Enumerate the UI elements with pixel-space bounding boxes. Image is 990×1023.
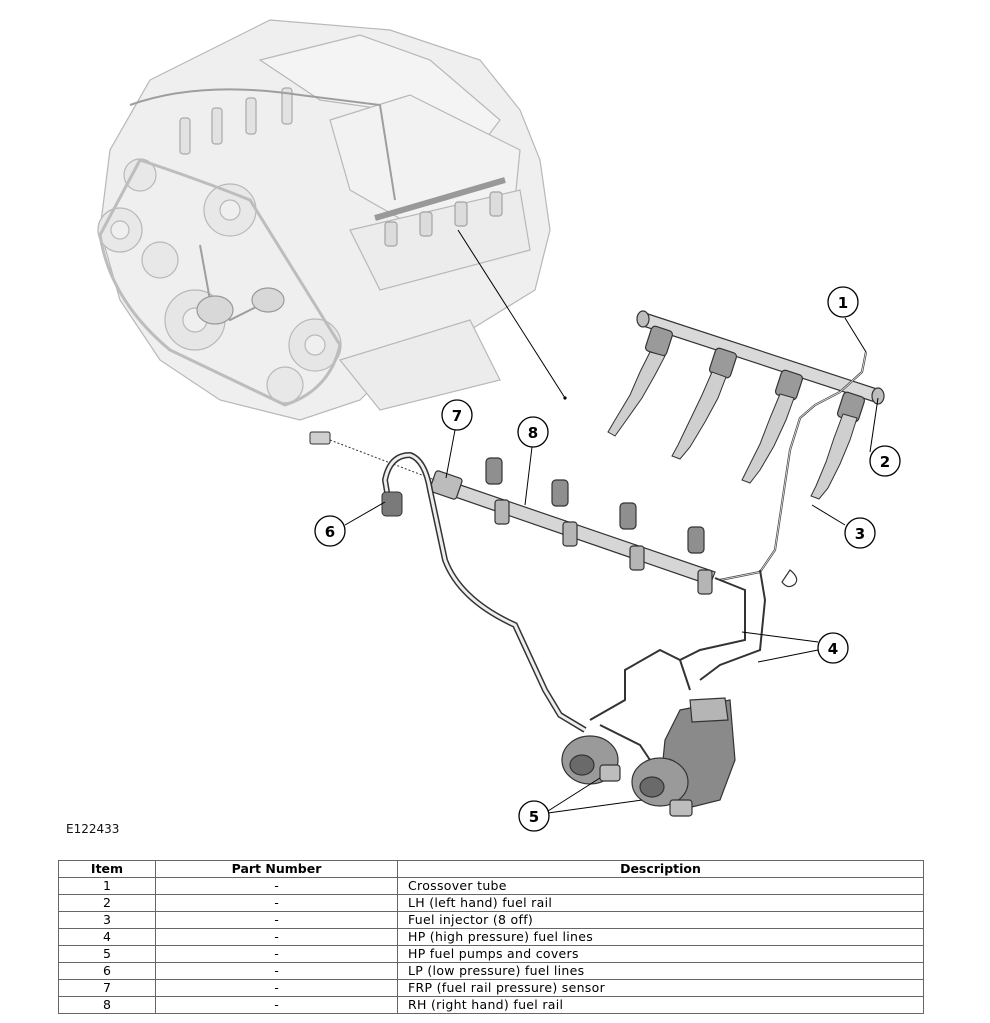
header-item: Item <box>58 860 156 878</box>
cell-item: 6 <box>58 962 156 980</box>
cell-item: 4 <box>58 928 156 946</box>
hp-fuel-pumps <box>561 697 736 817</box>
cell-description: LP (low pressure) fuel lines <box>397 962 924 980</box>
table-row: 3 - Fuel injector (8 off) <box>58 911 924 929</box>
callout-3-label: 3 <box>855 525 865 543</box>
callout-2: 2 <box>869 445 901 477</box>
cell-description: Fuel injector (8 off) <box>397 911 924 929</box>
callout-5: 5 <box>518 800 550 832</box>
cell-description: LH (left hand) fuel rail <box>397 894 924 912</box>
hp-fuel-lines <box>589 569 767 761</box>
callout-8: 8 <box>517 416 549 448</box>
cell-part-number: - <box>155 911 398 929</box>
cell-item: 3 <box>58 911 156 929</box>
callout-8-label: 8 <box>528 424 538 442</box>
header-part-number: Part Number <box>155 860 398 878</box>
callout-leaders <box>344 317 879 814</box>
cell-item: 7 <box>58 979 156 997</box>
lp-fuel-lines <box>381 451 587 733</box>
callout-7-label: 7 <box>452 407 462 425</box>
parts-table: Item Part Number Description 1 - Crossov… <box>58 860 924 1014</box>
cell-part-number: - <box>155 962 398 980</box>
cell-part-number: - <box>155 877 398 895</box>
cell-part-number: - <box>155 894 398 912</box>
callout-7: 7 <box>441 399 473 431</box>
callout-6: 6 <box>314 515 346 547</box>
table-row: 8 - RH (right hand) fuel rail <box>58 996 924 1014</box>
lh-fuel-rail <box>636 310 885 423</box>
cell-description: HP (high pressure) fuel lines <box>397 928 924 946</box>
callout-4: 4 <box>817 632 849 664</box>
cell-description: FRP (fuel rail pressure) sensor <box>397 979 924 997</box>
cell-description: Crossover tube <box>397 877 924 895</box>
cell-item: 8 <box>58 996 156 1014</box>
cell-part-number: - <box>155 928 398 946</box>
callout-1-label: 1 <box>838 294 848 312</box>
callout-3: 3 <box>844 517 876 549</box>
table-row: 6 - LP (low pressure) fuel lines <box>58 962 924 980</box>
table-header-row: Item Part Number Description <box>58 860 924 878</box>
cell-description: RH (right hand) fuel rail <box>397 996 924 1014</box>
cell-part-number: - <box>155 996 398 1014</box>
callout-5-label: 5 <box>529 808 539 826</box>
fuel-system-diagram: 1 2 3 4 5 6 7 8 <box>97 19 901 832</box>
frp-sensor <box>309 431 436 481</box>
cell-item: 2 <box>58 894 156 912</box>
table-row: 1 - Crossover tube <box>58 877 924 895</box>
cell-part-number: - <box>155 979 398 997</box>
callout-2-label: 2 <box>880 453 890 471</box>
table-row: 4 - HP (high pressure) fuel lines <box>58 928 924 946</box>
figure-id: E122433 <box>66 822 120 836</box>
table-row: 5 - HP fuel pumps and covers <box>58 945 924 963</box>
table-row: 2 - LH (left hand) fuel rail <box>58 894 924 912</box>
detail-leader-line <box>457 229 566 399</box>
cell-part-number: - <box>155 945 398 963</box>
cell-item: 1 <box>58 877 156 895</box>
callout-1: 1 <box>827 286 859 318</box>
rh-fuel-rail <box>429 457 716 595</box>
cell-item: 5 <box>58 945 156 963</box>
header-description: Description <box>397 860 924 878</box>
fuel-injectors-lh <box>607 351 858 500</box>
engine-illustration <box>97 19 551 421</box>
diagram-svg: 1 2 3 4 5 6 7 8 <box>97 19 901 832</box>
callout-4-label: 4 <box>828 640 838 658</box>
callout-6-label: 6 <box>325 523 335 541</box>
mount-bracket <box>781 569 798 588</box>
cell-description: HP fuel pumps and covers <box>397 945 924 963</box>
table-row: 7 - FRP (fuel rail pressure) sensor <box>58 979 924 997</box>
